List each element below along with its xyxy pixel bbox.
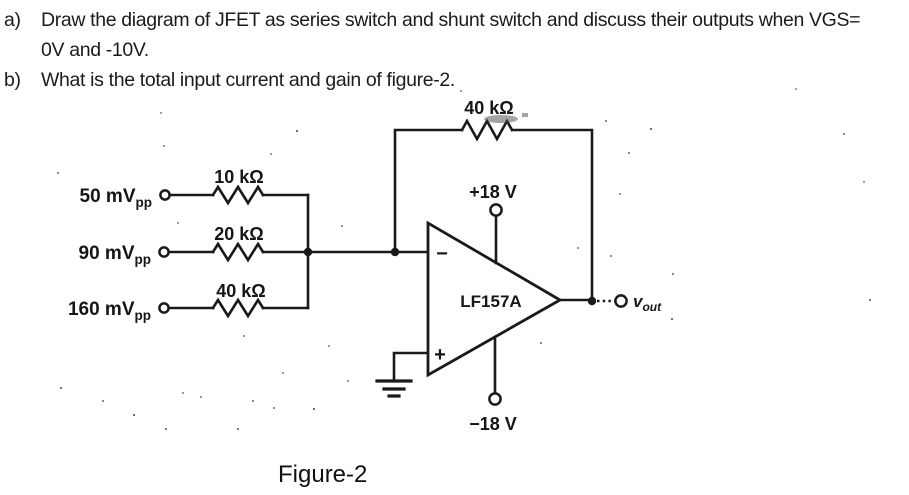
source-label-input3-main: 160 mV: [68, 299, 135, 320]
opamp-minus-sign: −: [436, 243, 448, 265]
resistor-input3: [211, 297, 265, 319]
terminal-input3: [158, 302, 170, 314]
wire-feedback-right: [511, 128, 594, 303]
question-b-text: What is the total input current and gain…: [41, 65, 909, 95]
resistor-label-feedback: 40 kΩ: [464, 98, 513, 118]
question-a-line1: Draw the diagram of JFET as series switc…: [41, 9, 861, 31]
output-label-sub: out: [642, 300, 662, 314]
question-b-line1: What is the total input current and gain…: [41, 69, 455, 91]
resistor-label-input3: 40 kΩ: [216, 281, 265, 301]
terminal-negative-supply: [488, 392, 502, 406]
terminal-input1: [159, 189, 171, 201]
opamp-label: LF157A: [460, 292, 521, 311]
scan-noise: [0, 0, 2, 2]
question-b: b) What is the total input current and g…: [4, 65, 909, 95]
junction-dot-output: [587, 296, 597, 306]
print-artifact: [484, 115, 518, 123]
question-a-line2: 0V and -10V.: [41, 39, 149, 61]
question-a-text: Draw the diagram of JFET as series switc…: [41, 5, 909, 65]
opamp-plus-sign: +: [434, 344, 446, 366]
resistor-feedback: [460, 118, 514, 142]
terminal-output: [614, 294, 628, 308]
source-label-input3: 160 mVpp: [68, 299, 151, 323]
question-b-label: b): [4, 69, 21, 91]
resistor-input1: [211, 184, 265, 206]
output-label-main: v: [633, 292, 644, 311]
negative-supply-label: −18 V: [469, 414, 517, 434]
terminal-positive-supply: [489, 203, 503, 217]
resistor-input2: [211, 241, 265, 263]
figure-caption: Figure-2: [278, 461, 368, 488]
output-label: vout: [633, 292, 662, 314]
source-label-input1-main: 50 mV: [80, 186, 136, 207]
source-label-input1: 50 mVpp: [80, 186, 152, 210]
source-label-input2: 90 mVpp: [79, 243, 151, 267]
wire-feedback-left: [393, 128, 464, 254]
resistor-label-input2: 20 kΩ: [214, 224, 263, 244]
junction-dot-bus: [303, 247, 313, 257]
source-label-input2-main: 90 mV: [79, 243, 135, 264]
wire-ground: [392, 351, 430, 381]
print-artifact-dot: [522, 113, 528, 117]
resistor-label-input1: 10 kΩ: [214, 167, 263, 187]
question-list: a) Draw the diagram of JFET as series sw…: [4, 5, 909, 95]
junction-dot-feedback: [390, 247, 400, 257]
source-label-input2-sub: pp: [135, 252, 152, 267]
question-a-label: a): [4, 9, 21, 31]
question-a: a) Draw the diagram of JFET as series sw…: [4, 5, 909, 65]
source-label-input1-sub: pp: [136, 195, 153, 210]
terminal-input2: [158, 246, 170, 258]
positive-supply-label: +18 V: [469, 182, 517, 202]
source-label-input3-sub: pp: [135, 308, 152, 323]
